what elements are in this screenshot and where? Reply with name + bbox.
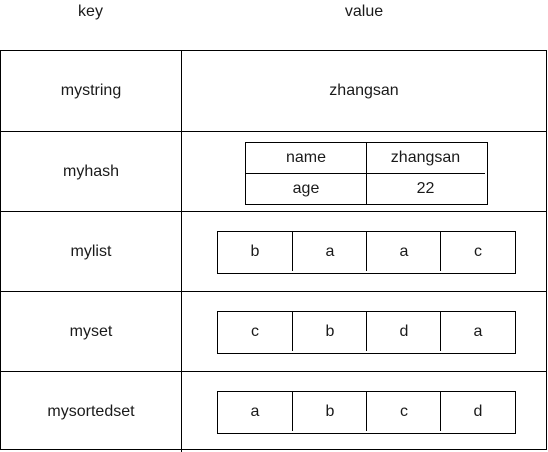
key-cell-mystring: mystring [1, 51, 182, 131]
hash-value-age: 22 [366, 173, 485, 204]
key-cell-mylist: mylist [1, 212, 182, 292]
value-cell-string: zhangsan [329, 82, 399, 99]
value-cell-sortedset: a b c d [182, 372, 546, 452]
list-element: a [292, 232, 367, 271]
list-elements: b a a c [217, 231, 516, 274]
sortedset-elements: a b c d [217, 391, 516, 434]
sortedset-element: d [440, 392, 515, 431]
sortedset-element: a [250, 402, 260, 420]
set-elements: c b d a [217, 311, 516, 354]
value-cell-list: b a a c [182, 212, 546, 292]
hash-field-age: age [246, 173, 367, 204]
sortedset-element: b [292, 392, 367, 431]
set-element: a [440, 312, 515, 351]
list-element: c [440, 232, 515, 271]
row-sortedset: mysortedset a b c d [1, 371, 546, 452]
set-element: c [251, 322, 259, 340]
key-value-table: mystring zhangsan myhash name zhangsan a… [0, 50, 547, 452]
row-list: mylist b a a c [1, 211, 546, 292]
hash-table: name zhangsan age 22 [245, 142, 488, 205]
value-column-header: value [344, 3, 384, 20]
set-element: b [292, 312, 367, 351]
key-cell-myset: myset [1, 292, 182, 372]
list-element: b [250, 242, 260, 260]
key-column-header: key [78, 3, 103, 20]
key-cell-mysortedset: mysortedset [1, 372, 182, 452]
sortedset-element: c [366, 392, 441, 431]
row-string: mystring zhangsan [1, 51, 546, 131]
hash-field-name: name [246, 143, 367, 173]
list-element: a [366, 232, 441, 271]
key-cell-myhash: myhash [1, 132, 182, 212]
row-hash: myhash name zhangsan age 22 [1, 131, 546, 212]
row-set: myset c b d a [1, 291, 546, 372]
hash-value-name: zhangsan [390, 149, 461, 166]
value-cell-set: c b d a [182, 292, 546, 372]
set-element: d [366, 312, 441, 351]
value-cell-hash: name zhangsan age 22 [182, 132, 546, 212]
